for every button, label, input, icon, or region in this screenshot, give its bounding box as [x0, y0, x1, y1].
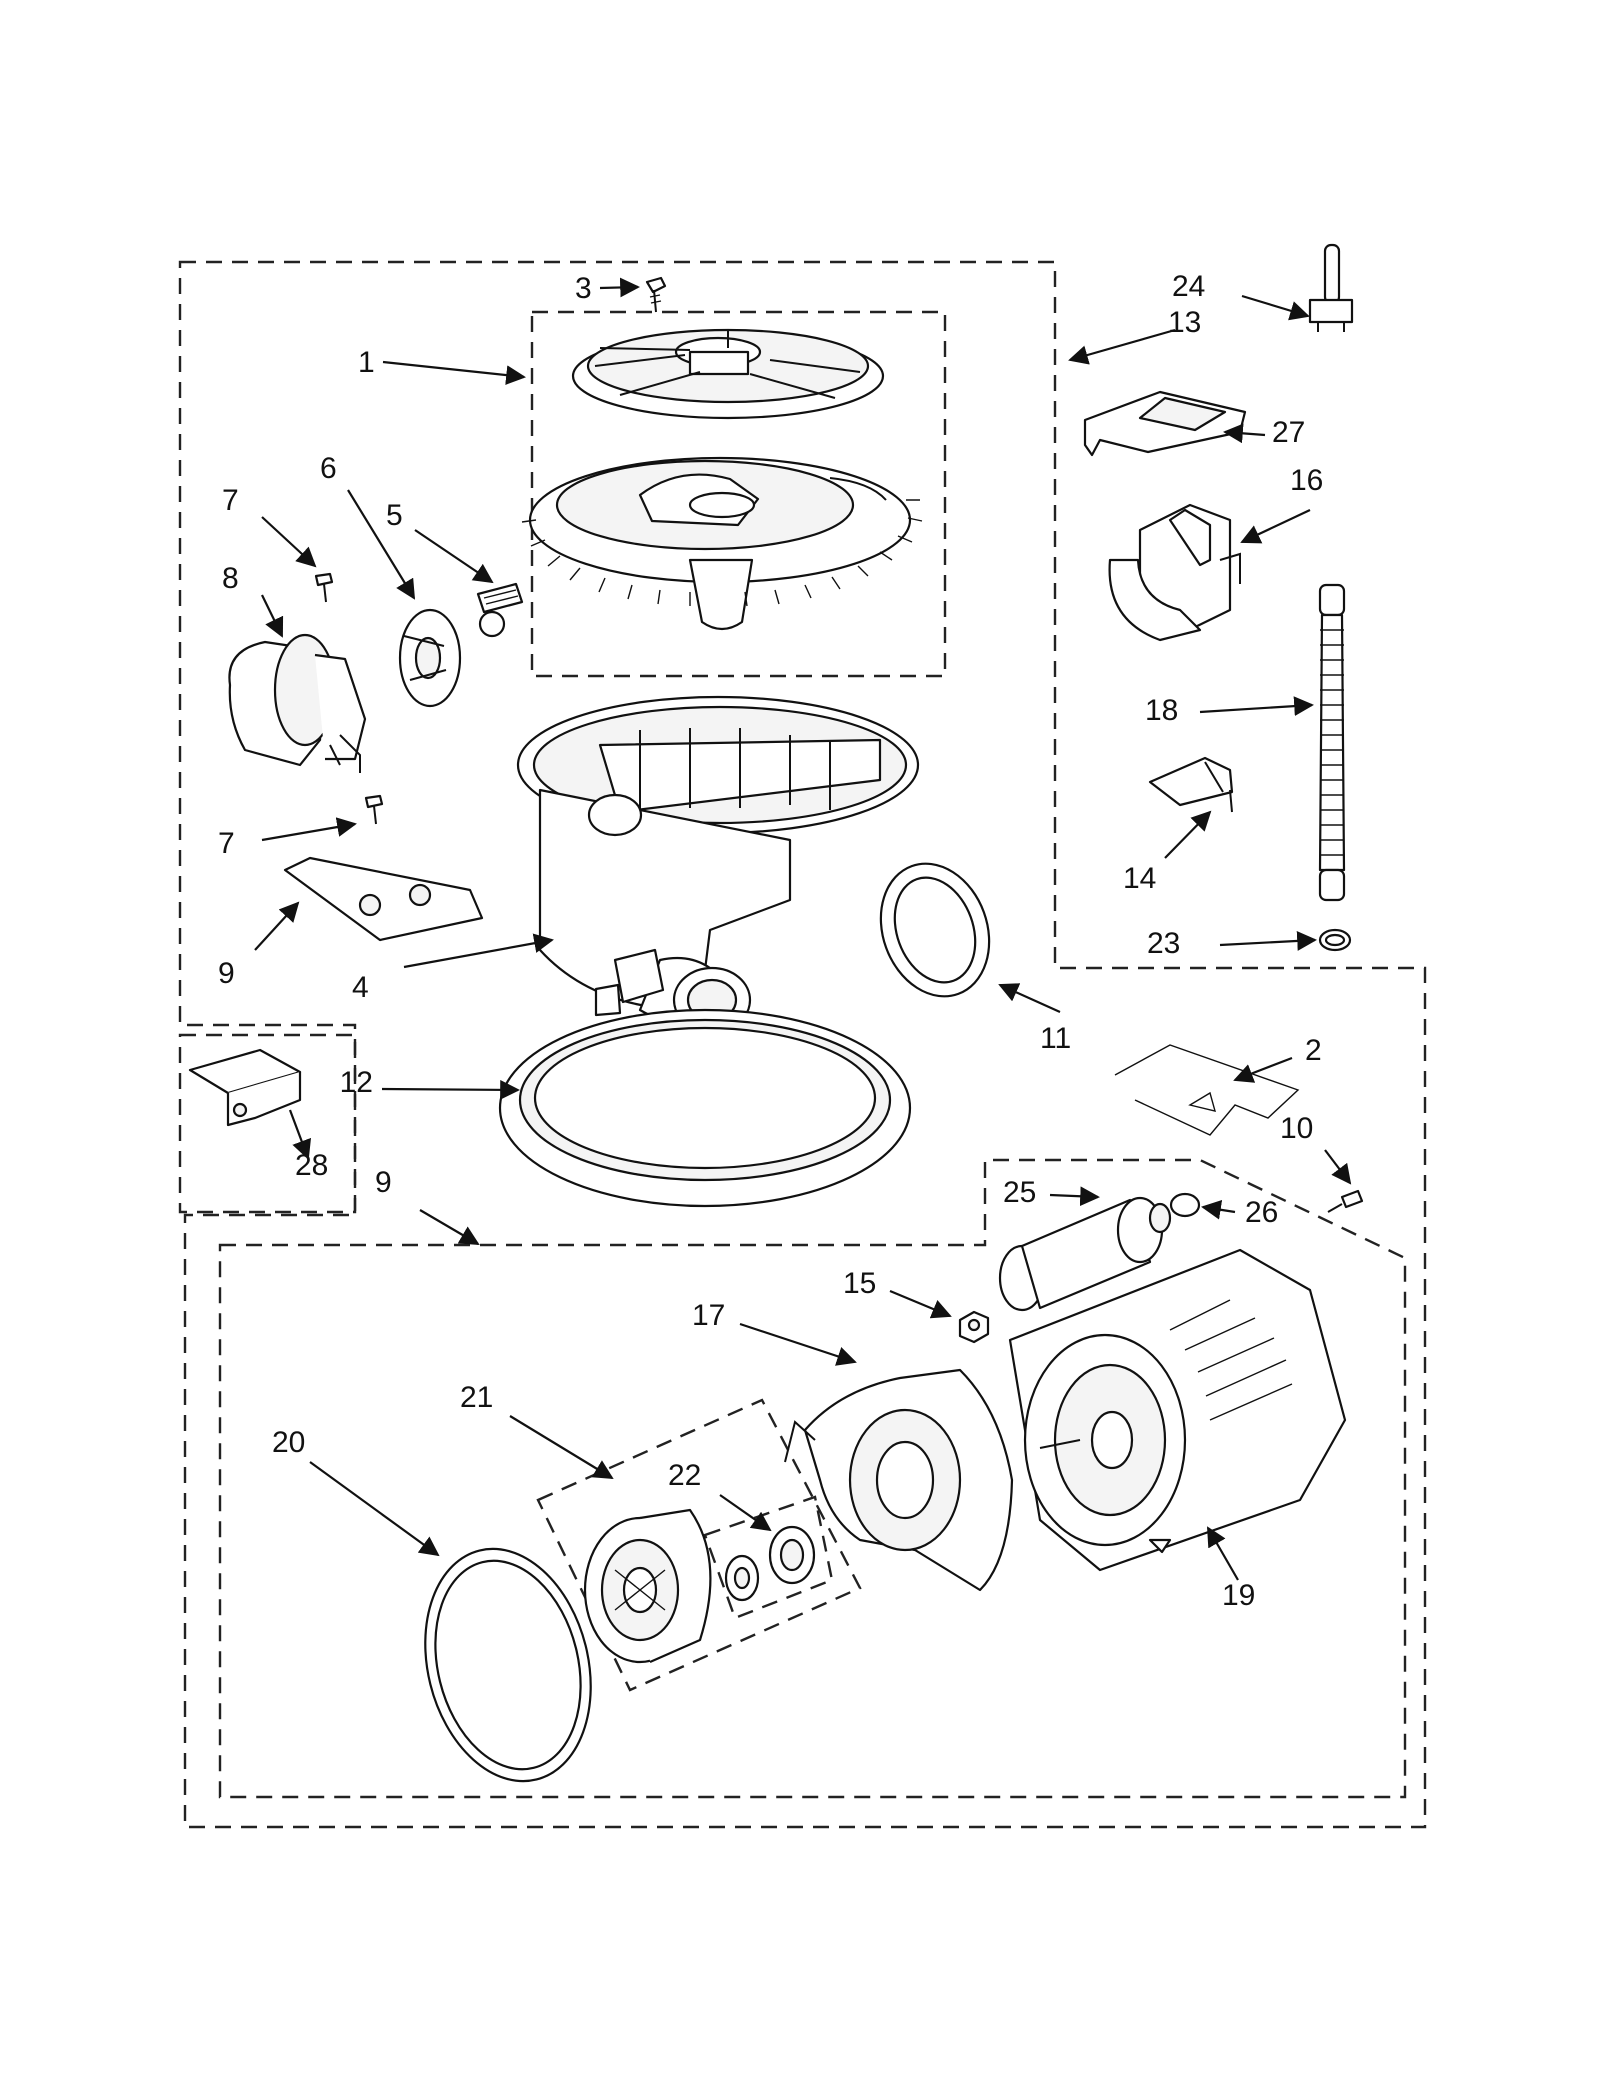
part-3-screw — [645, 276, 667, 313]
callout-7-upper: 7 — [222, 484, 239, 517]
part-24-clamp — [1318, 928, 1352, 952]
part-11-screw — [1327, 1189, 1364, 1213]
callout-14: 13 — [1168, 306, 1201, 339]
part-9-bracket — [283, 856, 484, 942]
part-12-ring — [879, 862, 991, 998]
part-16-nut — [958, 1310, 990, 1344]
part-27-washer — [1169, 1192, 1201, 1218]
part-5-clip — [476, 582, 524, 638]
callout-12: 11 — [1040, 1022, 1071, 1055]
callout-1: 1 — [358, 346, 375, 379]
callout-18: 17 — [692, 1299, 725, 1332]
part-21-oring — [424, 1547, 592, 1783]
part-8-motor — [228, 633, 367, 773]
callout-6: 6 — [320, 452, 337, 485]
callout-20: 19 — [1222, 1579, 1255, 1612]
part-20-pump-motor — [1008, 1248, 1347, 1572]
callout-10: 9 — [375, 1166, 392, 1199]
part-7-screw-lower — [364, 794, 384, 825]
callout-5: 5 — [386, 499, 403, 532]
callout-23: 22 — [668, 1459, 701, 1492]
callout-7-lower: 7 — [218, 827, 235, 860]
part-6-diverter — [398, 608, 462, 708]
callout-22: 21 — [460, 1381, 493, 1414]
part-23-seal — [724, 1525, 816, 1602]
callout-labels: 3 1 2 10 11 12 4 5 6 7 8 7 9 28 9 24 13 … — [218, 270, 1323, 1612]
callout-15: 14 — [1123, 862, 1156, 895]
callout-24: 23 — [1147, 927, 1180, 960]
callout-26: 25 — [1003, 1176, 1036, 1209]
part-7-screw-upper — [314, 572, 334, 603]
outer-group-upper-outline — [178, 260, 1427, 1829]
callout-11: 10 — [1280, 1112, 1313, 1145]
part-18-housing — [784, 1368, 1014, 1592]
part-19-hose — [1318, 583, 1346, 902]
group-outlines — [178, 260, 1427, 1829]
callout-28: 27 — [1272, 416, 1305, 449]
leader-arrows — [254, 277, 1352, 1581]
part-17-bracket — [1108, 503, 1241, 642]
callout-9: 9 — [218, 957, 235, 990]
part-1-outline — [530, 310, 947, 678]
callout-13: 12 — [340, 1066, 373, 1099]
part-25-sensor — [1308, 243, 1354, 332]
callout-16: 15 — [843, 1267, 876, 1300]
part-1-assembly — [521, 328, 923, 631]
callout-3: 3 — [575, 272, 592, 305]
callout-8: 8 — [222, 562, 239, 595]
callout-19: 18 — [1145, 694, 1178, 727]
callout-17: 16 — [1290, 464, 1323, 497]
callout-25: 24 — [1172, 270, 1205, 303]
part-22-impeller — [583, 1508, 712, 1664]
part-15-clip — [1148, 756, 1234, 813]
part-2-sheet — [1114, 1044, 1300, 1136]
part-29-bracket — [188, 1048, 302, 1127]
part-4-sump — [516, 695, 920, 1034]
callout-2: 2 — [1305, 1034, 1322, 1067]
callout-4: 4 — [352, 971, 369, 1004]
part-26-motor — [998, 1196, 1172, 1312]
part-22-outline — [536, 1398, 862, 1692]
part-13-gasket — [498, 1008, 912, 1208]
part-10-outline — [218, 1158, 1407, 1799]
callout-27: 26 — [1245, 1196, 1278, 1229]
part-28-cover — [1083, 390, 1247, 457]
callout-21: 20 — [272, 1426, 305, 1459]
callout-29: 28 — [295, 1149, 328, 1182]
part-29-outline — [178, 1033, 357, 1214]
